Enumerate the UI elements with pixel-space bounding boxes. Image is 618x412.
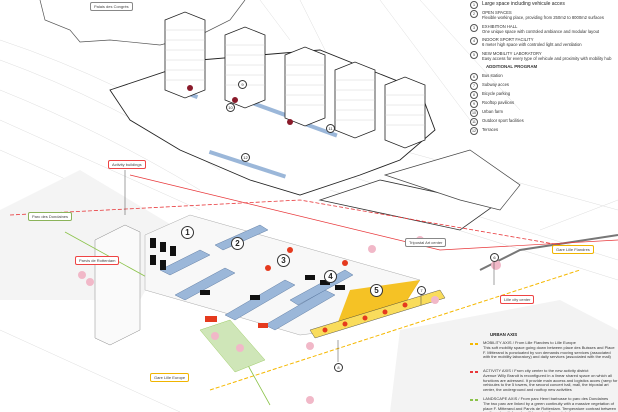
activity-axis-road	[129, 174, 618, 251]
legend-number: 6	[470, 73, 478, 81]
mobility-axis-legend: MOBILITY AXIS / From Lille Flandres to L…	[470, 340, 618, 360]
legend-desc: One unique space with controled ambiance…	[482, 29, 600, 34]
label-parc-des-dondaines: Parc des Dondaines	[28, 212, 73, 221]
legend-item-7: 7 Subway acces	[470, 82, 509, 90]
legend-label: Terraces	[482, 127, 499, 132]
mobility-axis-swatch	[470, 343, 478, 345]
activity-axis-text: ACTIVITY AXIS / From city center to the …	[483, 368, 618, 393]
plaza-area	[390, 300, 618, 412]
marker-11: 11	[326, 124, 335, 133]
marker-8: 8	[334, 363, 343, 372]
legend-item-6: 6 Bus station	[470, 73, 503, 81]
legend-label: Bicycle parking	[482, 91, 511, 96]
activity-axis-swatch	[470, 371, 478, 373]
legend-desc: Large space including vehicule acces	[482, 1, 565, 7]
label-tripostal-art-center: Tripostal Art center	[405, 238, 447, 247]
legend-number: 10	[470, 109, 478, 117]
legend-item-1: 1 Large space including vehicule acces	[470, 1, 565, 9]
landscape-axis-legend: LANDSCAPE AXIS / From parc Henri barbuss…	[470, 396, 618, 412]
legend-number: 1	[470, 1, 478, 9]
landscape-axis-swatch	[470, 399, 478, 401]
program-marker-2: 2	[231, 237, 244, 250]
activity-axis-legend: ACTIVITY AXIS / From city center to the …	[470, 368, 618, 393]
legend-title: OPEN SPACES	[482, 10, 512, 15]
program-marker-4: 4	[324, 270, 337, 283]
marker-7: 7	[417, 286, 426, 295]
legend-label: Bus station	[482, 73, 503, 78]
legend-item-11: 11 Outdoor sport facilities	[470, 118, 524, 126]
legend-title: INDOOR SPORT FACILITY	[482, 37, 534, 42]
legend-item-12: 12 Terraces	[470, 127, 498, 135]
legend-number: 12	[470, 127, 478, 135]
program-marker-5: 5	[370, 284, 383, 297]
label-gare-lille-flandres: Gare Lille Flandres	[552, 245, 594, 254]
urban-axis-heading: URBAN AXIS	[490, 332, 518, 337]
legend-item-8: 8 Bicycle parking	[470, 91, 510, 99]
legend-label: Rooftop pavilions	[482, 100, 515, 105]
program-marker-1: 1	[181, 226, 194, 239]
program-marker-3: 3	[277, 254, 290, 267]
black-facades	[150, 238, 345, 300]
legend-desc: Easy access for every type of vehicule a…	[482, 56, 612, 61]
legend-number: 4	[470, 37, 478, 45]
marker-10: 10	[226, 103, 235, 112]
marker-6: 6	[490, 253, 499, 262]
urban-farm-field	[199, 319, 266, 373]
legend-desc: Flexible working place, providing from 2…	[482, 15, 604, 20]
mobility-axis-text: MOBILITY AXIS / From Lille Flandres to L…	[483, 340, 615, 360]
legend-label: Subway acces	[482, 82, 509, 87]
legend-title: NEW MOBILITY LABORATORY	[482, 51, 542, 56]
legend-label: Outdoor sport facilities	[482, 118, 524, 123]
label-gare-lille-europe: Gare Lille Europe	[150, 373, 190, 382]
label-lille-city-center: Lille city center	[500, 295, 535, 304]
activity-axis-line	[9, 199, 561, 246]
legend-item-9: 9 Rooftop pavilions	[470, 100, 514, 108]
label-parvis-de-rotterdam: Parvis de Rotterdam	[75, 256, 120, 265]
leader-lines	[124, 170, 495, 362]
label-palais-des-congres: Palais des Congrès	[90, 2, 133, 11]
legend-number: 8	[470, 91, 478, 99]
legend-number: 7	[470, 82, 478, 90]
legend-item-10: 10 Urban farm	[470, 109, 503, 117]
marker-9: 9	[238, 80, 247, 89]
legend-number: 9	[470, 100, 478, 108]
additional-program-heading: ADDITIONAL PROGRAM	[486, 64, 538, 69]
station-building	[383, 149, 521, 211]
glass-tower	[94, 224, 141, 346]
marker-12: 12	[241, 153, 250, 162]
rooftop-pavilions	[187, 85, 293, 125]
legend-number: 2	[470, 10, 478, 18]
mobility-axis-line	[209, 269, 581, 391]
legend-number: 11	[470, 118, 478, 126]
palais-outline	[39, 0, 246, 46]
legend-label: Urban farm	[482, 109, 503, 114]
red-accents	[205, 247, 408, 333]
landscape-axis-text: LANDSCAPE AXIS / From parc Henri barbuss…	[483, 396, 617, 412]
label-activity-buildings: Activity buildings	[108, 160, 146, 169]
legend-number: 3	[470, 24, 478, 32]
legend-number: 5	[470, 51, 478, 59]
tower-floor-lines	[165, 29, 425, 126]
legend-title: EXHIBITION HALL	[482, 24, 518, 29]
legend-desc: 6 meter high space with controled light …	[482, 42, 582, 47]
